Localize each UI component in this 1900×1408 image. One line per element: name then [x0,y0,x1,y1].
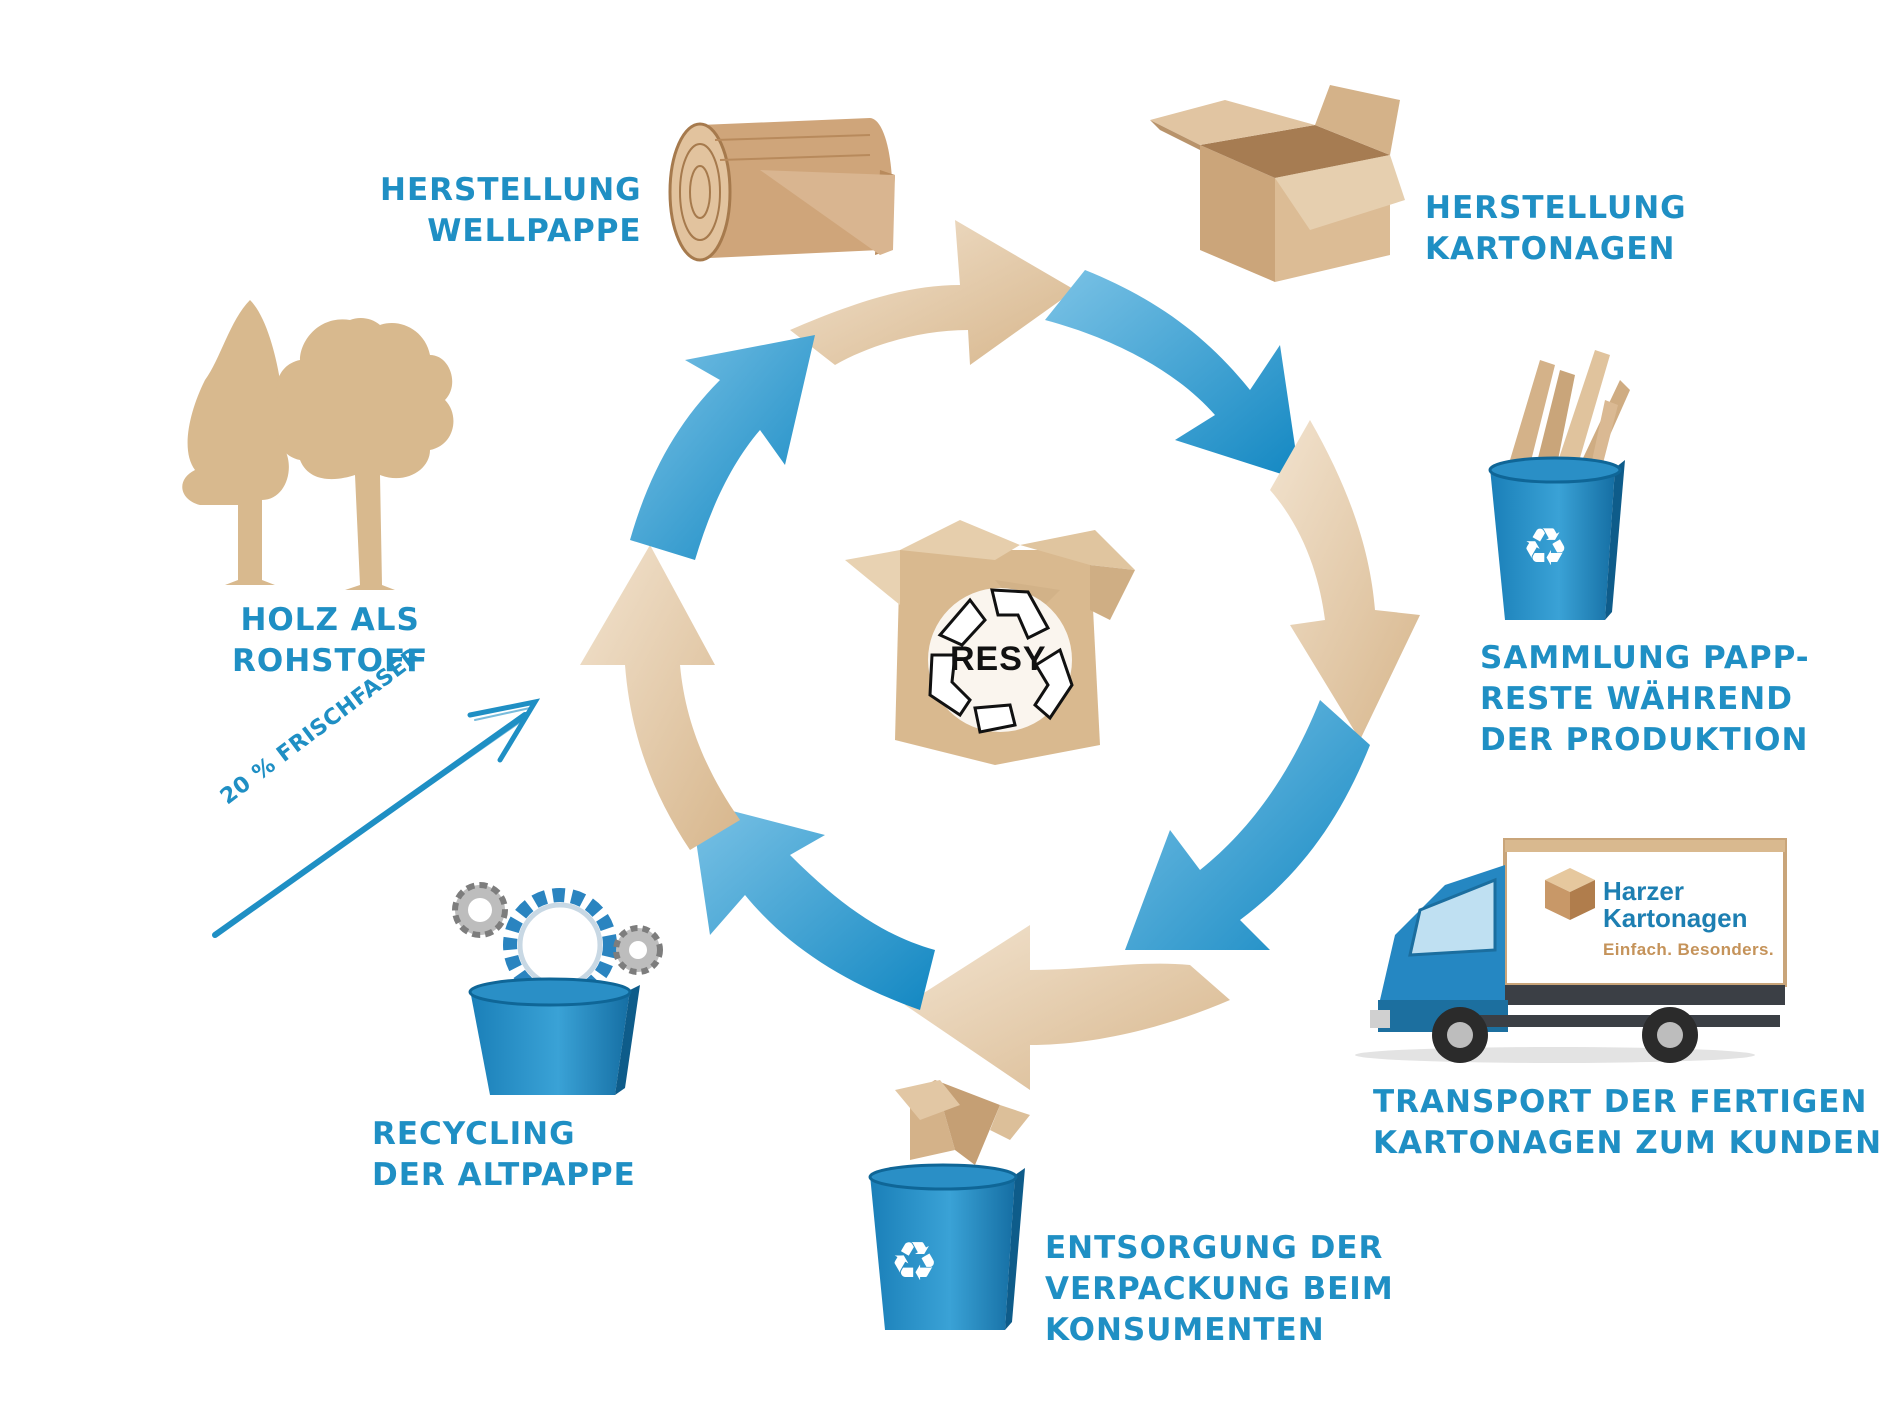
fresh-fiber-arrow [212,698,541,938]
label-line: DER ALTPAPPE [372,1157,636,1193]
label-line: VERPACKUNG BEIM [1045,1271,1394,1307]
label-line: HOLZ ALS [240,602,420,638]
gear-icon-right [613,925,663,975]
center-logo-text: RESY [950,640,1047,678]
label-entsorgung: ENTSORGUNG DER VERPACKUNG BEIM KONSUMENT… [1045,1228,1394,1351]
label-line: KARTONAGEN ZUM KUNDEN [1373,1125,1883,1161]
trees-icon [182,300,454,590]
label-line: KARTONAGEN [1425,231,1676,267]
gear-icon-small [452,882,508,938]
arrow-tan-right [1270,420,1420,740]
recycle-logo [928,588,1074,734]
label-line: KONSUMENTEN [1045,1312,1325,1348]
consumer-bin-icon: ♻ [868,1080,1030,1330]
label-holz-rohstoff: HOLZ ALS ROHSTOFF [232,600,428,682]
truck-logo-cube-icon [1545,868,1595,920]
arrow-blue-bottomleft [690,800,935,1010]
svg-text:♻: ♻ [890,1230,938,1293]
delivery-truck-icon [1355,838,1787,1063]
label-line: WELLPAPPE [427,213,642,249]
arrow-tan-top [790,220,1075,365]
arrow-blue-bottomright [1125,700,1370,950]
arrow-tan-left [580,545,740,850]
production-waste-bin-icon: ♻ [1488,350,1630,620]
label-herstellung-wellpappe: HERSTELLUNG WELLPAPPE [380,170,642,252]
truck-slogan: Einfach. Besonders. [1603,940,1775,959]
label-herstellung-kartonagen: HERSTELLUNG KARTONAGEN [1425,188,1687,270]
gears-bin-icon [452,882,663,1095]
label-line: ENTSORGUNG DER [1045,1230,1384,1266]
cardboard-box-icon [1150,85,1405,282]
label-line: ROHSTOFF [232,643,429,679]
svg-text:♻: ♻ [1522,518,1569,578]
arrow-blue-topright [1045,270,1300,480]
label-line: SAMMLUNG PAPP- [1480,640,1810,676]
label-recycling-altpappe: RECYCLING DER ALTPAPPE [372,1114,636,1196]
corrugated-roll-icon [668,118,895,262]
label-transport: TRANSPORT DER FERTIGEN KARTONAGEN ZUM KU… [1373,1082,1882,1164]
truck-brand-line1: Harzer [1603,876,1684,906]
arrow-blue-topleft [630,335,815,560]
arrow-tan-bottom [905,925,1230,1090]
label-line: TRANSPORT DER FERTIGEN [1373,1084,1868,1120]
label-line: HERSTELLUNG [1425,190,1687,226]
label-line: RESTE WÄHREND [1480,681,1793,717]
label-line: HERSTELLUNG [380,172,642,208]
cycle-arrows [580,220,1420,1090]
label-sammlung-pappreste: SAMMLUNG PAPP- RESTE WÄHREND DER PRODUKT… [1480,638,1810,761]
label-line: RECYCLING [372,1116,576,1152]
truck-brand-line2: Kartonagen [1603,903,1748,933]
label-line: DER PRODUKTION [1480,722,1809,758]
